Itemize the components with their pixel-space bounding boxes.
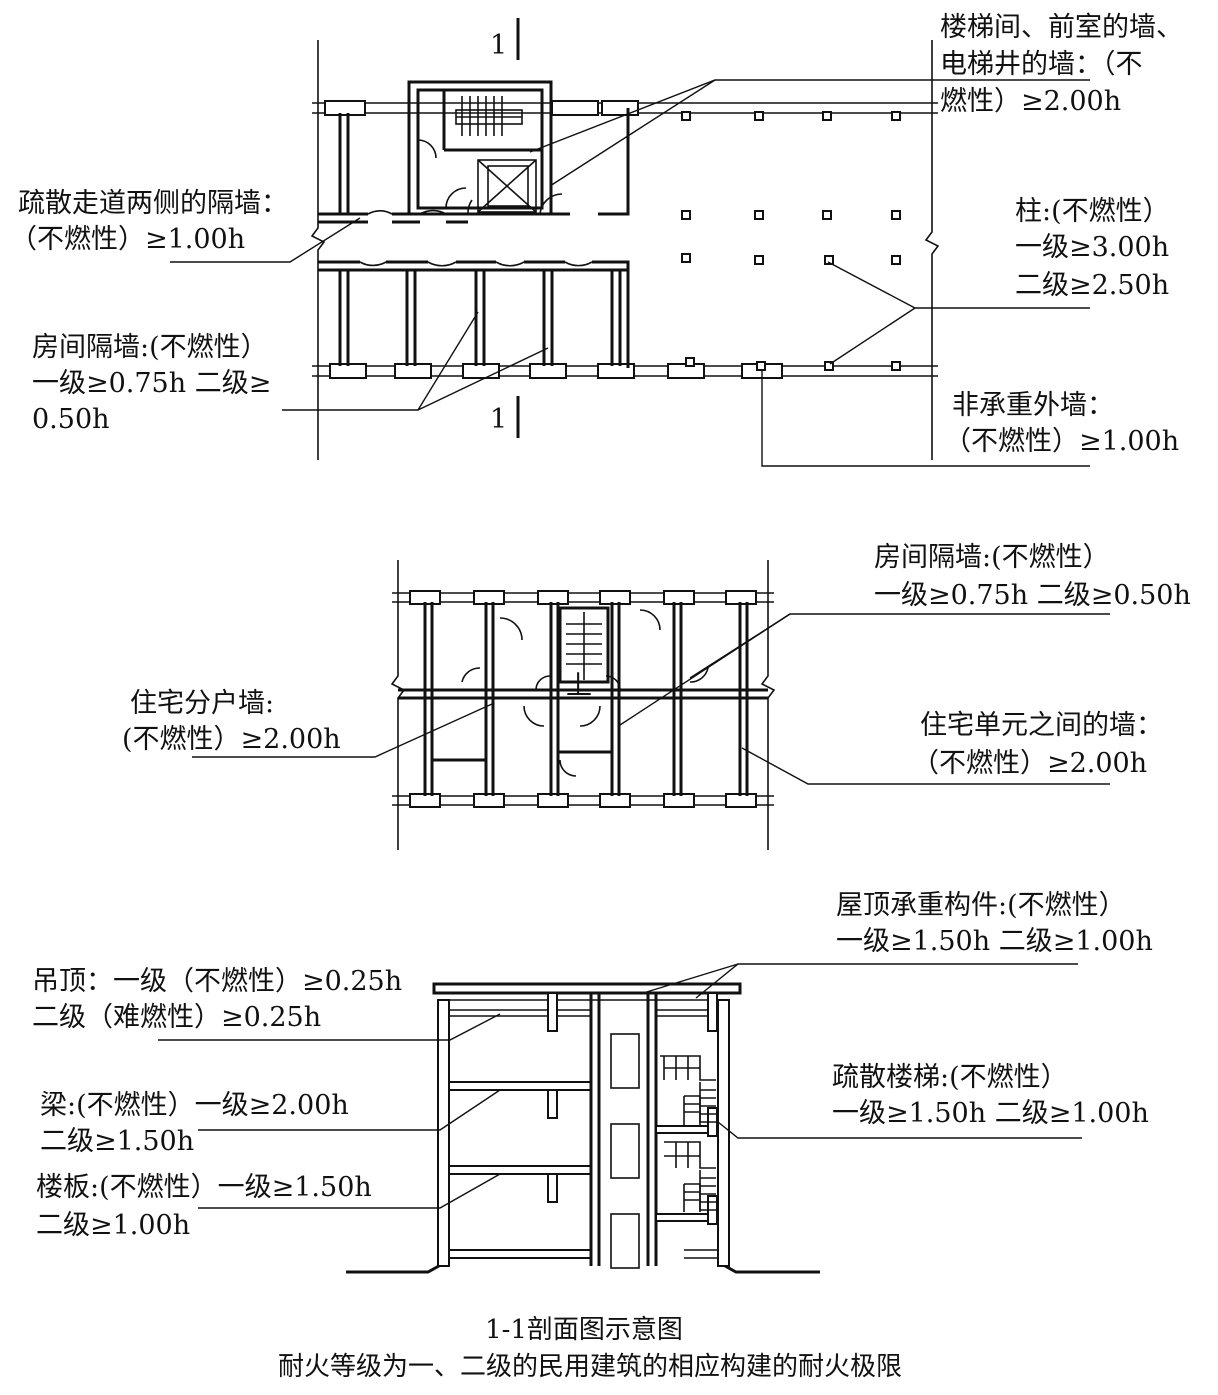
stair-up-mark: 上 (566, 671, 592, 701)
evacuation-stair-label: 疏散楼梯:(不燃性） 一级≥1.50h 二级≥1.00h (832, 1062, 1149, 1129)
exterior-wall-label: 非承重外墙： （不燃性）≥1.00h (944, 390, 1179, 457)
section-1-1-drawing (346, 982, 820, 1274)
plan-1-floor-plan (310, 18, 940, 460)
section-mark-top: 1 (490, 30, 507, 61)
corridor-wall-label: 疏散走道两侧的隔墙： （不燃性）≥1.00h (10, 188, 297, 255)
section-mark-bottom: 1 (490, 404, 507, 435)
household-wall-label: 住宅分户墙: (不燃性）≥2.00h (122, 688, 341, 755)
plan-2-floor-plan (390, 560, 776, 850)
room-partition-label-2: 房间隔墙:(不燃性） 一级≥0.75h 二级≥0.50h (874, 542, 1191, 611)
beam-label: 梁:(不燃性）一级≥2.00h 二级≥1.50h (40, 1090, 357, 1157)
floor-slab-label: 楼板:(不燃性）一级≥1.50h 二级≥1.00h (36, 1172, 380, 1241)
room-partition-label-1: 房间隔墙:(不燃性） 一级≥0.75h 二级≥ 0.50h (32, 332, 280, 435)
stair-wall-label: 楼梯间、前室的墙、 电梯井的墙：（不 燃性）≥2.00h (940, 12, 1192, 117)
plan-2-leader-lines (192, 613, 1110, 785)
figure-caption: 耐火等级为一、二级的民用建筑的相应构建的耐火极限 (278, 1352, 902, 1382)
section-caption: 1-1剖面图示意图 (485, 1315, 683, 1345)
section-leader-lines (158, 963, 1082, 1209)
ceiling-label: 吊顶：一级（不燃性）≥0.25h 二级（难燃性）≥0.25h (32, 966, 411, 1033)
plan-1-leader-lines (170, 79, 1090, 467)
unit-wall-label: 住宅单元之间的墙： （不燃性）≥2.00h (912, 710, 1172, 779)
roof-member-label: 屋顶承重构件:(不燃性） 一级≥1.50h 二级≥1.00h (836, 890, 1153, 957)
column-label: 柱:(不燃性） 一级≥3.00h 二级≥2.50h (1015, 196, 1178, 301)
